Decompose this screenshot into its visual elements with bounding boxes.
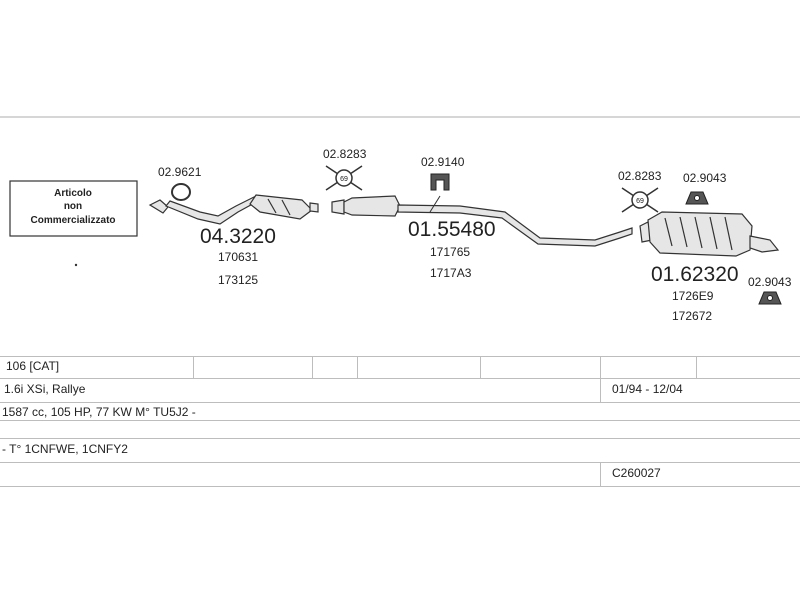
- table-divider: [600, 462, 601, 486]
- table-line: [0, 486, 800, 487]
- table-line: [0, 438, 800, 439]
- hanger-2-part-number: 02.9043: [683, 171, 727, 185]
- not-marketed-line-3: Commercializzato: [30, 215, 115, 226]
- middle-silencer-oem-1: 171765: [430, 245, 470, 259]
- rear-silencer-part-number: 01.62320: [651, 263, 739, 286]
- rear-silencer-oem-1: 1726E9: [672, 289, 714, 303]
- hanger-3-icon: [758, 291, 782, 305]
- front-pipe-oem-2: 173125: [218, 273, 258, 287]
- table-line: [0, 378, 800, 379]
- rear-silencer-drawing: [639, 211, 780, 257]
- table-divider: [357, 356, 358, 378]
- clamp-1-icon: [325, 165, 363, 191]
- clamp-2-icon: [621, 187, 659, 213]
- dates-cell: 01/94 - 12/04: [612, 382, 683, 396]
- not-marketed-box: Articolo non Commercializzato: [9, 180, 138, 237]
- model-cell: 106 [CAT]: [6, 359, 60, 373]
- type-cell: - T° 1CNFWE, 1CNFY2: [2, 442, 128, 456]
- small-dot-mark: [74, 263, 78, 267]
- table-line: [0, 420, 800, 421]
- engine-cell: 1587 cc, 105 HP, 77 KW M° TU5J2 -: [2, 405, 196, 419]
- table-line: [0, 402, 800, 403]
- hanger-1-part-number: 02.9140: [421, 155, 465, 169]
- hanger-2-icon: [685, 191, 709, 205]
- hanger-1-icon: [430, 173, 450, 191]
- not-marketed-line-2: non: [64, 201, 82, 212]
- table-divider: [696, 356, 697, 378]
- hanger-1-pointer: [429, 195, 441, 213]
- exhaust-system-diagram: Articolo non Commercializzato 02.9621 04…: [0, 116, 800, 323]
- gasket-part-number: 02.9621: [158, 165, 202, 179]
- front-pipe-part-number: 04.3220: [200, 225, 276, 248]
- table-divider: [193, 356, 194, 378]
- middle-silencer-drawing: [331, 195, 633, 247]
- middle-silencer-oem-2: 1717A3: [430, 266, 472, 280]
- rear-silencer-oem-2: 172672: [672, 309, 712, 323]
- not-marketed-line-1: Articolo: [54, 188, 92, 199]
- version-cell: 1.6i XSi, Rallye: [4, 382, 86, 396]
- front-pipe-catalyst-drawing: [148, 194, 319, 225]
- table-line: [0, 356, 800, 357]
- clamp-2-badge: 69: [636, 198, 644, 205]
- table-divider: [480, 356, 481, 378]
- hanger-3-part-number: 02.9043: [748, 275, 792, 289]
- gasket-ring-icon: [171, 183, 191, 201]
- clamp-1-badge: 69: [340, 176, 348, 183]
- table-divider: [312, 356, 313, 378]
- table-divider: [600, 356, 601, 402]
- front-pipe-oem-1: 170631: [218, 250, 258, 264]
- table-line: [0, 462, 800, 463]
- clamp-2-part-number: 02.8283: [618, 169, 662, 183]
- code-cell: C260027: [612, 466, 661, 480]
- clamp-1-part-number: 02.8283: [323, 147, 367, 161]
- middle-silencer-part-number: 01.55480: [408, 218, 496, 241]
